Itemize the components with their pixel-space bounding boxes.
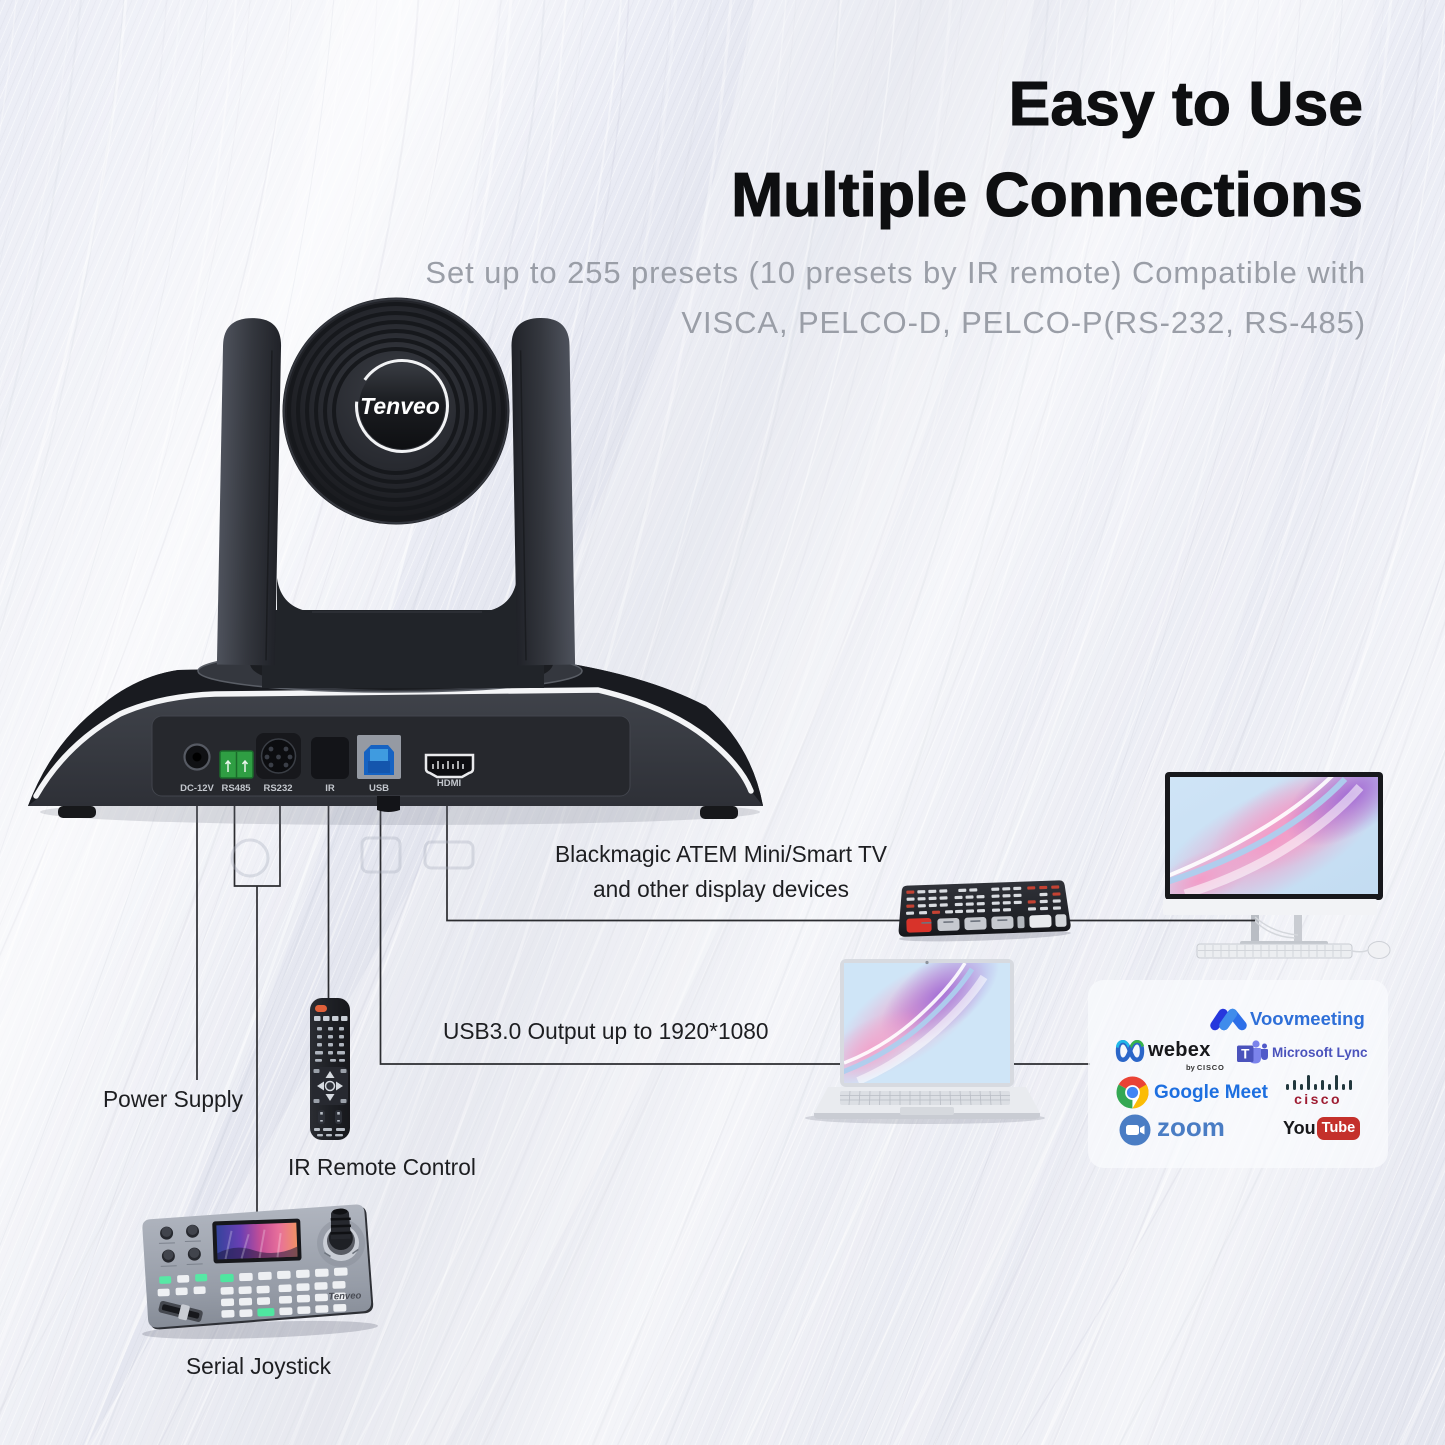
svg-text:HDMI: HDMI	[437, 778, 461, 789]
svg-text:USB: USB	[369, 783, 389, 794]
svg-text:cisco: cisco	[1294, 1091, 1342, 1107]
svg-text:RS232: RS232	[263, 783, 292, 794]
svg-text:Tenveo: Tenveo	[360, 393, 440, 419]
svg-text:RS485: RS485	[221, 783, 251, 794]
svg-text:DC-12V: DC-12V	[180, 783, 214, 794]
svg-text:IR: IR	[325, 783, 335, 794]
svg-text:Tenveo: Tenveo	[328, 1290, 361, 1302]
svg-text:T: T	[1241, 1047, 1250, 1062]
